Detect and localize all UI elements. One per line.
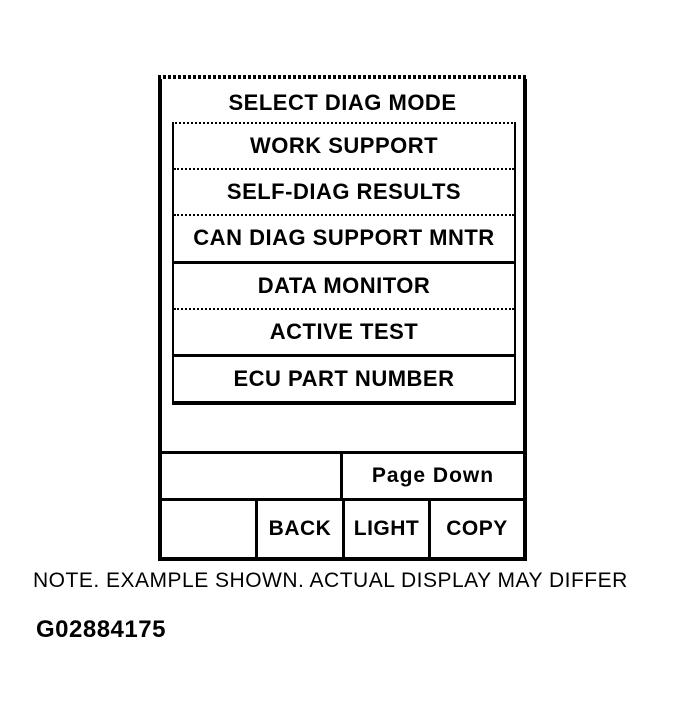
screen-title: SELECT DIAG MODE <box>228 90 457 115</box>
back-button[interactable]: BACK <box>255 501 342 557</box>
diag-screen: SELECT DIAG MODE WORK SUPPORT SELF-DIAG … <box>158 75 527 561</box>
screen-top-border <box>158 75 527 79</box>
figure-id: G02884175 <box>36 616 166 643</box>
note-text: NOTE. EXAMPLE SHOWN. ACTUAL DISPLAY MAY … <box>33 569 628 592</box>
menu-item-work-support[interactable]: WORK SUPPORT <box>174 124 514 171</box>
menu-item-ecu-part-number[interactable]: ECU PART NUMBER <box>233 365 455 391</box>
copy-button[interactable]: COPY <box>428 501 523 557</box>
pager-row: Page Down <box>162 451 523 498</box>
menu-item-data-monitor[interactable]: DATA MONITOR <box>174 264 514 310</box>
function-key-blank-cell <box>162 501 255 557</box>
page-down-button[interactable]: Page Down <box>340 454 523 498</box>
function-key-row: BACK LIGHT COPY <box>162 498 523 557</box>
menu-item-can-diag-support-mntr[interactable]: CAN DIAG SUPPORT MNTR <box>174 216 514 264</box>
diag-mode-menu: WORK SUPPORT SELF-DIAG RESULTS CAN DIAG … <box>172 122 516 405</box>
menu-item-self-diag-results[interactable]: SELF-DIAG RESULTS <box>174 170 514 217</box>
light-button[interactable]: LIGHT <box>342 501 428 557</box>
menu-item-active-test[interactable]: ACTIVE TEST <box>174 310 514 357</box>
pager-blank-cell <box>162 454 340 498</box>
